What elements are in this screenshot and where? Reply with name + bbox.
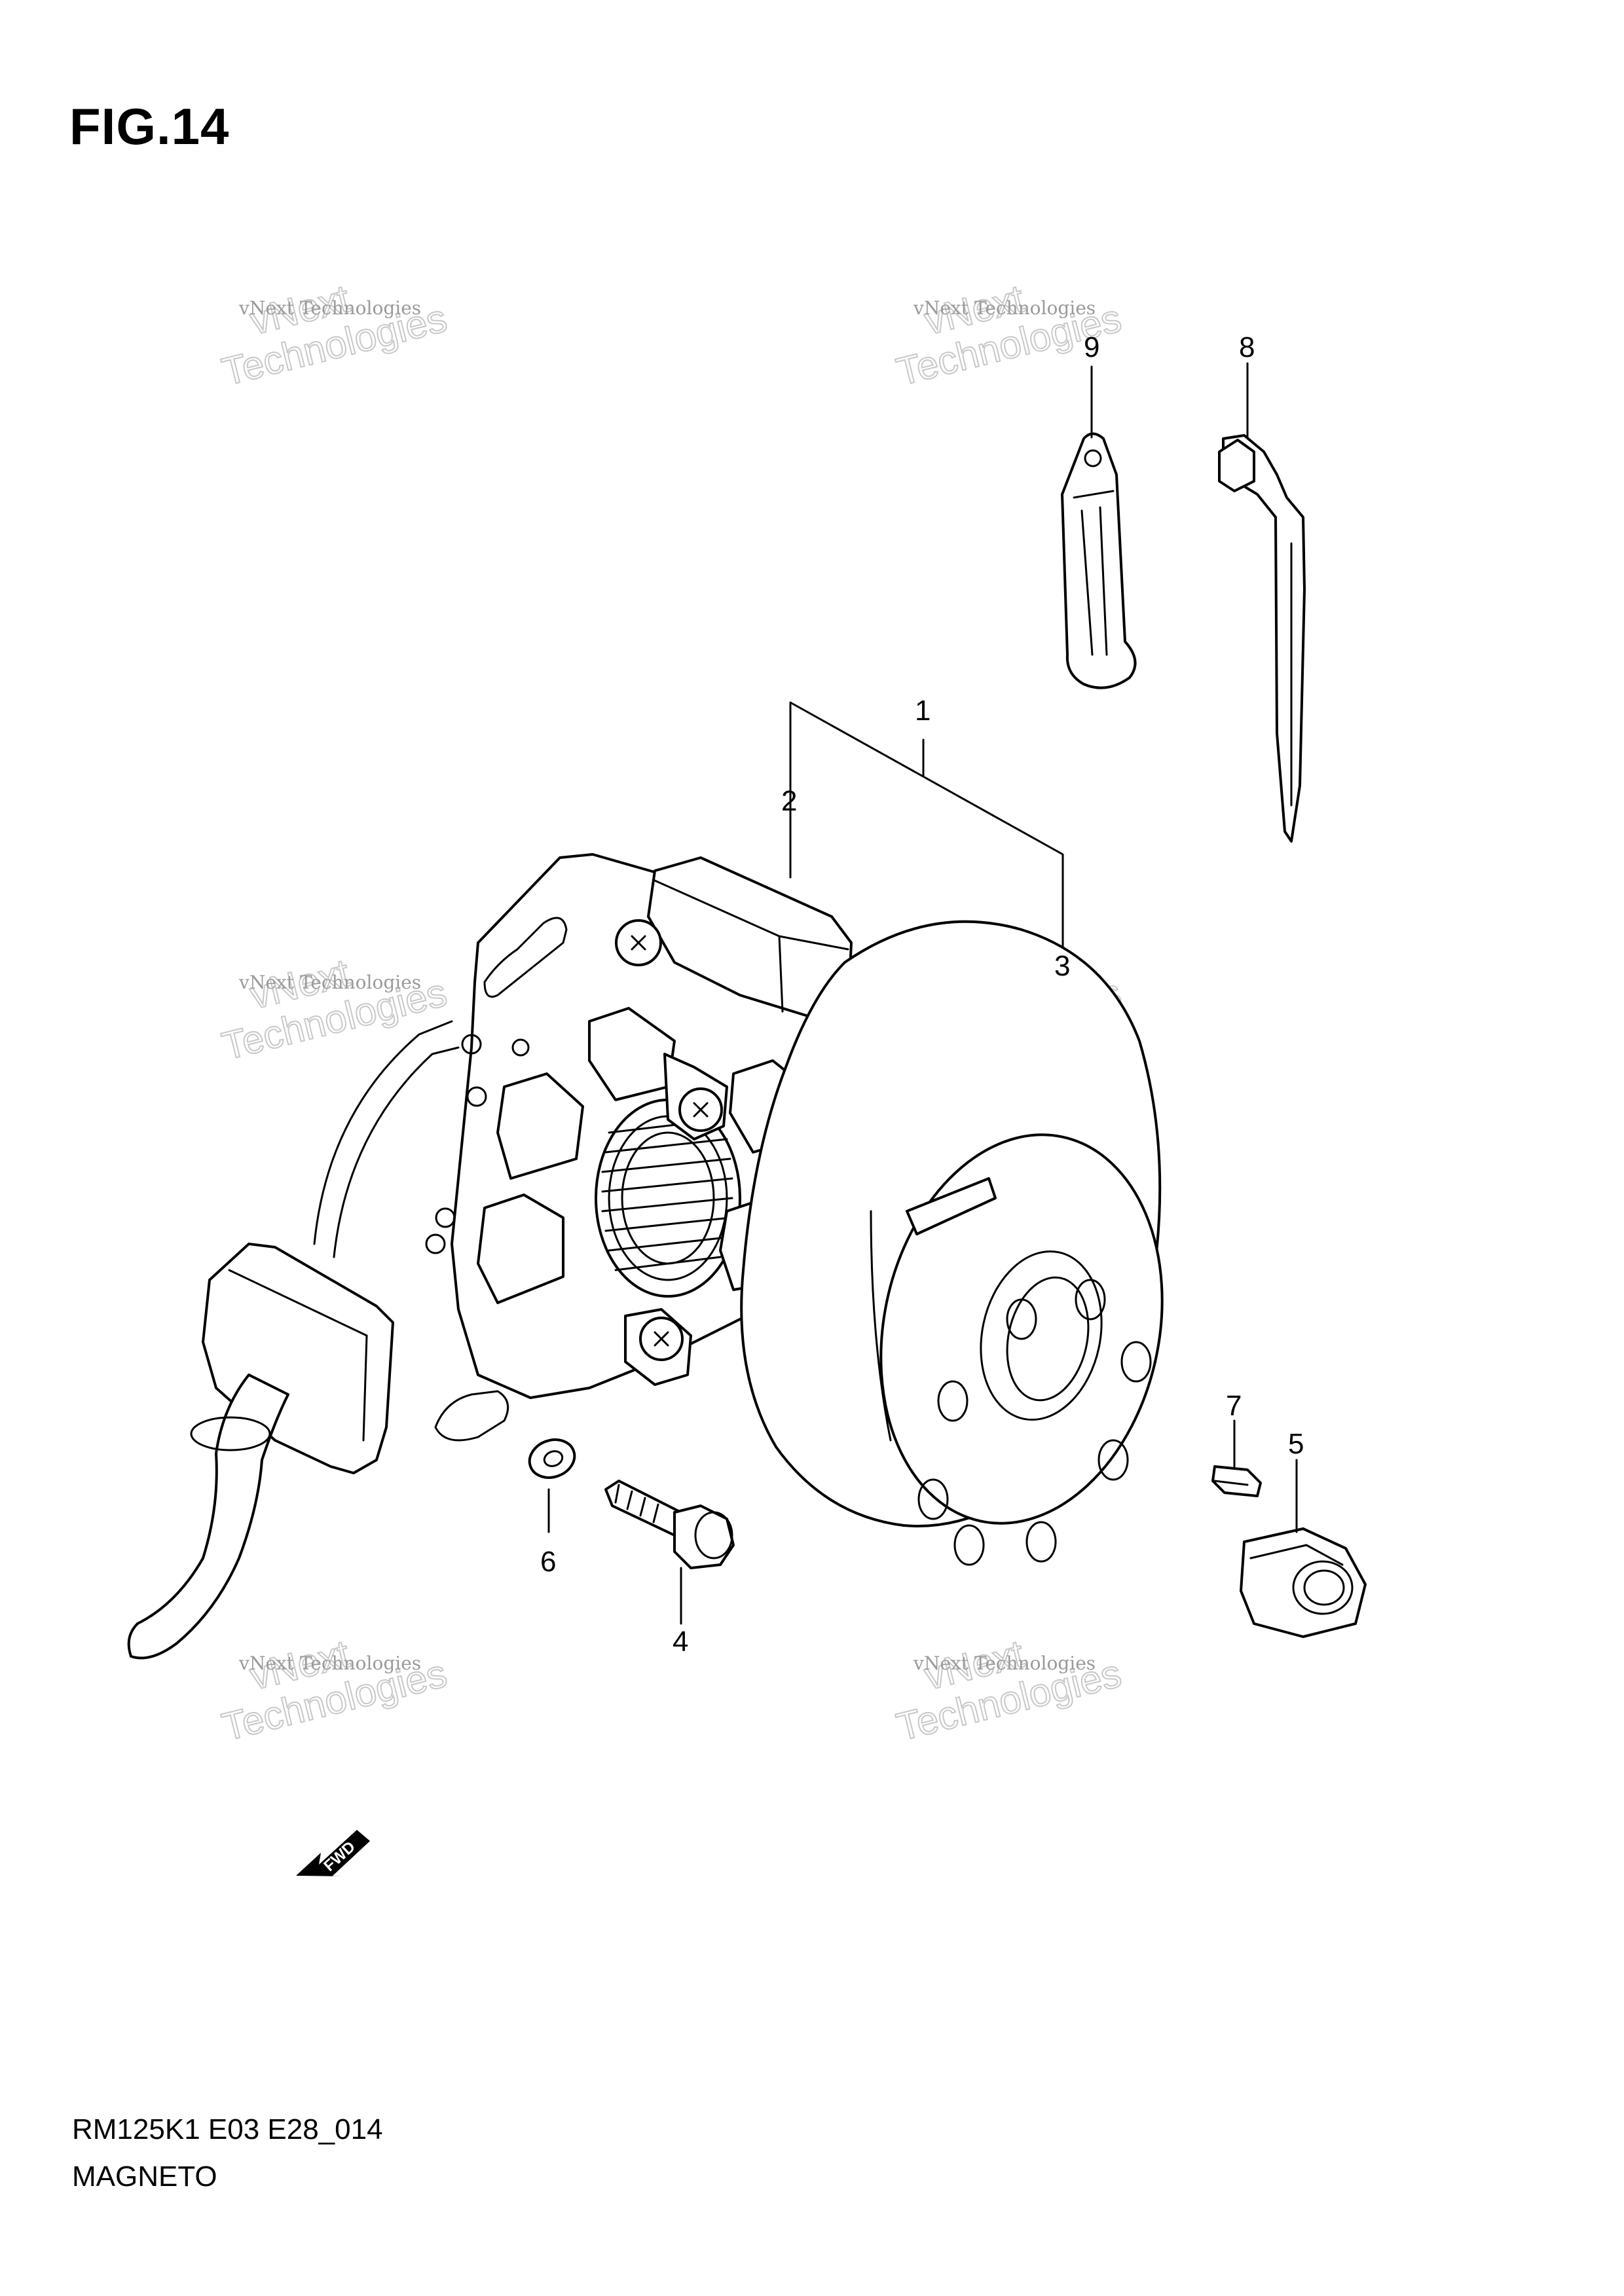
watermark: vNext Technologies vNext Technologies	[217, 276, 452, 395]
callout-4: 4	[673, 1626, 688, 1658]
callout-8: 8	[1239, 331, 1255, 363]
stator-screw	[615, 919, 662, 966]
stator-screw	[624, 1308, 692, 1386]
part-2-stator	[127, 853, 853, 1660]
svg-text:vNext Technologies: vNext Technologies	[238, 1652, 421, 1674]
callout-2: 2	[781, 785, 797, 817]
callout-7: 7	[1226, 1390, 1242, 1422]
part-5-nut	[1240, 1527, 1367, 1638]
svg-text:vNext Technologies: vNext Technologies	[238, 972, 421, 993]
figure-title: FIG.14	[69, 98, 230, 155]
watermark: vNext Technologies vNext Technologies	[892, 1631, 1126, 1750]
part-6-washer	[528, 1438, 576, 1479]
watermark: vNext Technologies vNext Technologies	[217, 950, 452, 1069]
part-8-cable-tie	[1218, 434, 1306, 843]
callout-3: 3	[1054, 950, 1070, 982]
part-9-clamp	[1061, 432, 1137, 689]
svg-text:vNext Technologies: vNext Technologies	[913, 1652, 1096, 1674]
watermark: vNext Technologies vNext Technologies	[217, 1631, 452, 1750]
callout-6: 6	[540, 1546, 556, 1578]
part-7-key	[1211, 1465, 1262, 1497]
part-4-bolt	[604, 1480, 735, 1569]
fwd-arrow-icon: FWD	[296, 1830, 370, 1876]
svg-text:vNext Technologies: vNext Technologies	[238, 297, 421, 319]
figure-code: RM125K1 E03 E28_014	[72, 2113, 383, 2145]
callout-9: 9	[1084, 331, 1099, 363]
part-3-flywheel-rotor	[740, 920, 1164, 1566]
svg-text:vNext Technologies: vNext Technologies	[913, 297, 1096, 319]
stator-screw	[663, 1053, 728, 1140]
callout-1: 1	[915, 695, 931, 727]
watermark: vNext Technologies vNext Technologies	[892, 276, 1126, 395]
callout-5: 5	[1288, 1428, 1304, 1460]
figure-name: MAGNETO	[72, 2160, 217, 2193]
